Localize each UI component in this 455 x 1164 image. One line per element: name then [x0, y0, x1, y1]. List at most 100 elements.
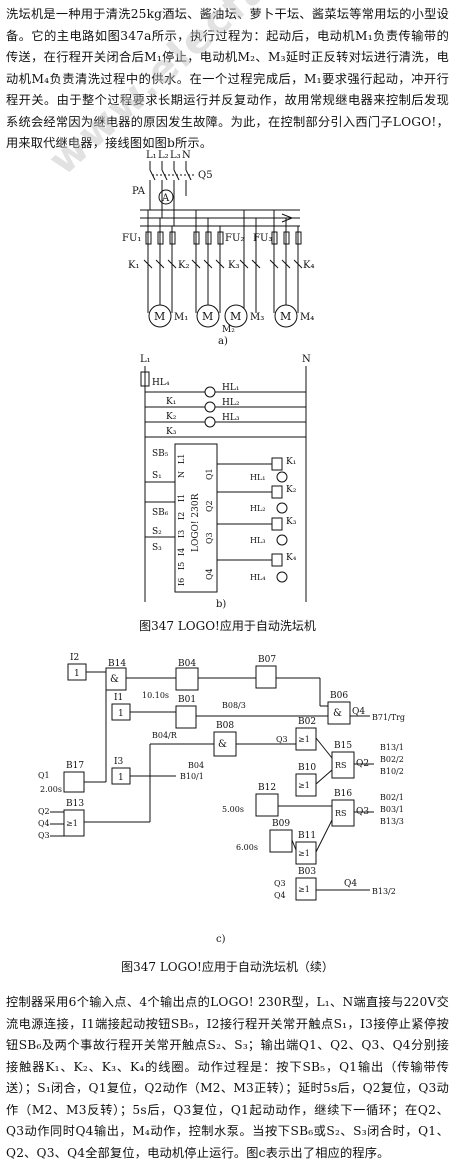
ammeter-label: PA [132, 186, 146, 197]
motor-label-m4: M₄ [300, 312, 314, 323]
svg-text:Q4: Q4 [38, 819, 50, 828]
supply-label-l3: L₃ [170, 150, 181, 161]
input-i1: I1 [177, 494, 186, 502]
supply-label-l2: L₂ [158, 150, 169, 161]
block-b07: B07 [258, 655, 276, 665]
block-b14: B14 [108, 659, 126, 669]
fuse-label-fu2: FU₂ [225, 233, 244, 244]
svg-text:1: 1 [118, 773, 124, 783]
input-i6: I6 [177, 578, 186, 586]
contact-label-k3: K₃ [166, 427, 177, 437]
lamp-label-hl1: HL₁ [222, 383, 239, 393]
output-lamp-hl2: HL₂ [250, 504, 266, 513]
svg-text:≥1: ≥1 [298, 735, 310, 744]
motor-symbol: M [154, 310, 165, 323]
block-b12: B12 [258, 783, 276, 793]
figure-a-sublabel: a) [218, 336, 228, 347]
switch-label-s2: S₂ [152, 527, 162, 537]
block-b01: B01 [178, 695, 196, 705]
svg-text:Q3: Q3 [276, 735, 288, 744]
switch-label-sb5: SB₅ [152, 449, 169, 459]
logo-module [174, 443, 218, 593]
contactor-label-k2: K₂ [178, 260, 189, 271]
svg-text:2.00s: 2.00s [40, 785, 62, 794]
figure-caption-1: 图347 LOGO!应用于自动洗坛机 [139, 619, 316, 633]
svg-text:6.00s: 6.00s [236, 843, 258, 852]
svg-text:Q1: Q1 [38, 771, 50, 780]
svg-text:B13/3: B13/3 [380, 817, 404, 826]
block-b08: B08 [216, 721, 234, 731]
motor-m1-icon [148, 304, 172, 328]
output-lamp-hl4: HL₄ [250, 573, 266, 582]
block-b16: B16 [334, 789, 352, 799]
contact-label-k1: K₁ [166, 397, 176, 407]
output-lamp-icon [276, 534, 288, 546]
svg-text:B10/1: B10/1 [180, 772, 204, 781]
svg-text:1: 1 [118, 709, 124, 719]
input-label-i3: I3 [114, 757, 124, 767]
lamp-hl2-icon [204, 401, 216, 413]
input-i5: I5 [177, 562, 186, 570]
svg-text:Q4: Q4 [344, 879, 357, 889]
svg-text:B02/2: B02/2 [380, 755, 404, 764]
figure-a-main-circuit: L₁ L₂ L₃ N Q5 PA A FU₁ FU₂ FU₃ K₁ K₂ K₃ … [122, 150, 314, 347]
block-b09: B09 [272, 819, 290, 829]
switch-label-sb6: SB₆ [152, 508, 169, 518]
svg-text:≥1: ≥1 [298, 885, 310, 894]
motor-symbol: M [230, 310, 241, 323]
lamp-label-hl3: HL₃ [222, 413, 240, 423]
input-label-i1: I1 [114, 693, 123, 703]
svg-text:≥1: ≥1 [298, 849, 310, 858]
switch-label-q5: Q5 [198, 170, 213, 181]
svg-text:5.00s: 5.00s [222, 805, 244, 814]
block-b03: B03 [298, 867, 316, 877]
lamp-label-hl4: HL₄ [152, 378, 170, 388]
svg-text:Q4: Q4 [274, 891, 286, 900]
svg-text:B13/1: B13/1 [380, 743, 404, 752]
block-b04: B04 [178, 659, 196, 669]
block-b11: B11 [298, 831, 316, 841]
output-lamp-icon [276, 502, 288, 514]
block-b15: B15 [334, 741, 352, 751]
svg-text:Q3: Q3 [38, 831, 50, 840]
coil-label-k1: K₁ [286, 457, 296, 467]
fuse-row [145, 231, 302, 245]
contactor-label-k4: K₄ [303, 260, 314, 271]
pin-n: N [177, 471, 186, 478]
svg-text:10.10s: 10.10s [142, 691, 169, 700]
svg-text:RS: RS [335, 761, 347, 770]
svg-text:&: & [110, 674, 119, 685]
wire-label-l1: L₁ [140, 354, 151, 365]
ammeter-icon [158, 189, 174, 205]
branch-wires [147, 210, 299, 313]
supply-label-l1: L₁ [146, 150, 157, 161]
pin-l1: L1 [177, 454, 186, 464]
ammeter-symbol: A [161, 193, 170, 204]
input-i4: I4 [177, 548, 186, 556]
output-q4: Q4 [205, 568, 214, 580]
output-q1: Q1 [205, 468, 214, 480]
motor-label-m3: M₃ [250, 312, 264, 323]
svg-text:B02/1: B02/1 [380, 793, 404, 802]
motor-m2-icon [196, 304, 220, 328]
output-lamp-hl3: HL₃ [250, 536, 266, 545]
svg-text:≥1: ≥1 [66, 819, 78, 828]
output-lamp-icon [276, 471, 288, 483]
motor-symbol: M [202, 310, 213, 323]
contactor-marks [143, 259, 303, 269]
block-b02: B02 [298, 717, 316, 727]
svg-text:Q4: Q4 [352, 707, 365, 717]
lamp-hl1-icon [204, 386, 216, 398]
fuse-label-fu3: FU₃ [253, 233, 272, 244]
coil-label-k3: K₃ [286, 517, 297, 527]
figure-c-sublabel: c) [216, 934, 226, 945]
logo-label: LOGO! 230R [191, 493, 201, 552]
input-label-i2: I2 [70, 653, 79, 663]
block-b10: B10 [298, 763, 316, 773]
svg-text:B08/3: B08/3 [222, 701, 246, 710]
svg-text:B10/2: B10/2 [380, 767, 404, 776]
svg-text:RS: RS [335, 809, 347, 818]
motor-m4-icon [274, 304, 298, 328]
motor-label-m2: M₂ [222, 325, 235, 335]
wire-label-n: N [302, 354, 311, 365]
